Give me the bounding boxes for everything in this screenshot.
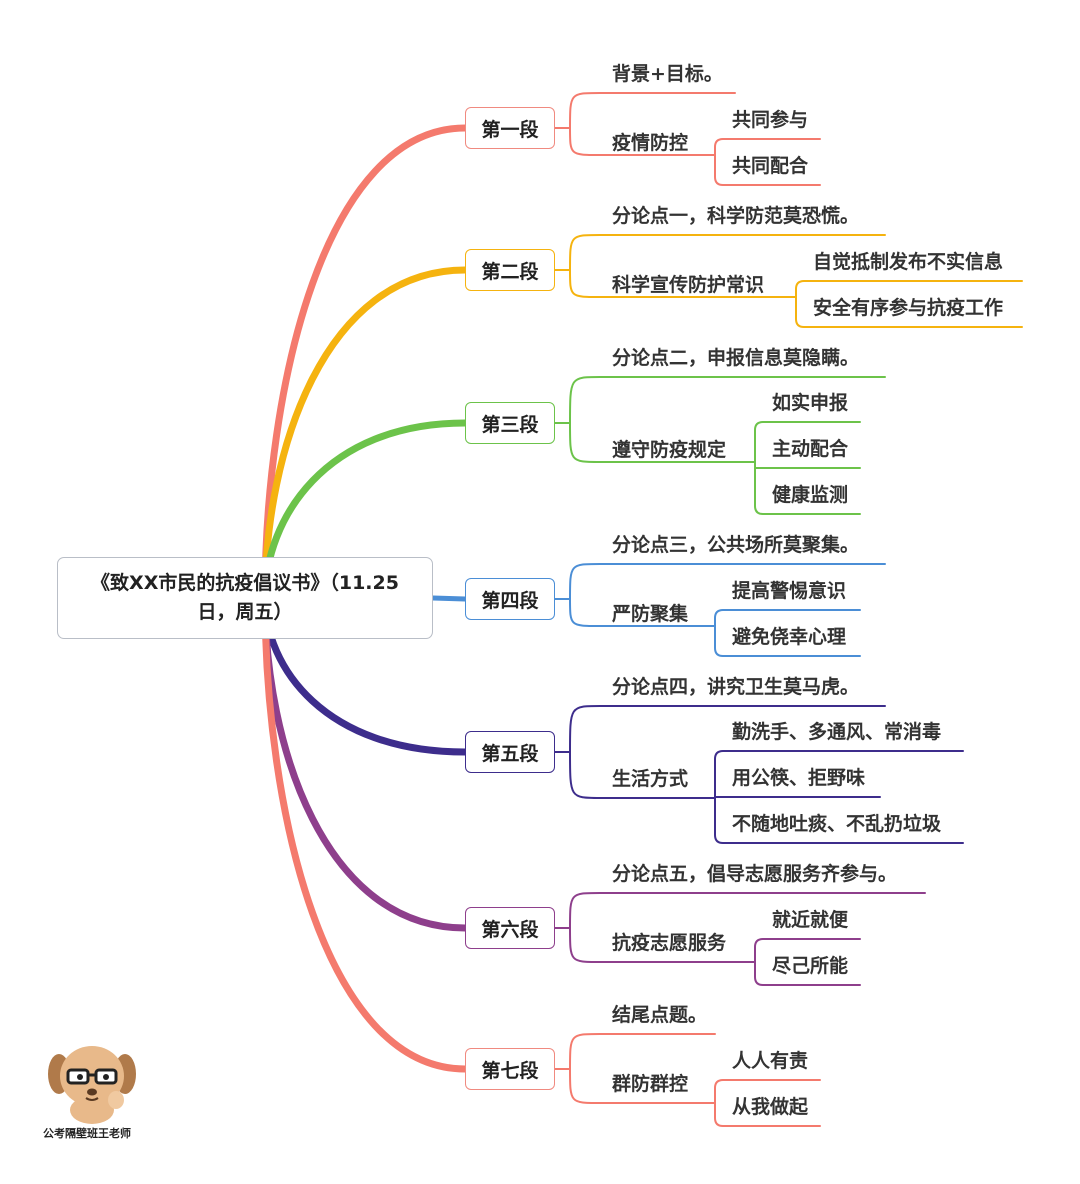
section-label: 第五段 — [481, 742, 539, 765]
branch-line — [261, 124, 469, 602]
section-2-topic: 分论点一，科学防范莫恐慌。 — [612, 205, 860, 227]
section-7-sub: 群防群控 — [612, 1073, 689, 1095]
sub-underline — [569, 1068, 716, 1104]
item-underline — [714, 154, 821, 186]
sub-underline — [569, 751, 716, 799]
section-4-item-1: 提高警惕意识 — [732, 580, 847, 602]
section-5-box[interactable]: 第五段 — [465, 731, 555, 773]
section-5-item-1: 勤洗手、多通风、常消毒 — [732, 721, 942, 743]
section-3-box[interactable]: 第三段 — [465, 402, 555, 444]
topic-underline — [569, 1033, 716, 1070]
item-underline — [754, 938, 861, 963]
item-underline — [714, 750, 964, 799]
dog-mascot-logo — [48, 1046, 136, 1124]
section-label: 第二段 — [481, 260, 539, 283]
branch-line — [261, 594, 469, 932]
central-line-2: 日，周五） — [197, 601, 293, 623]
section-2-item-2: 安全有序参与抗疫工作 — [813, 297, 1004, 319]
section-5-topic: 分论点四，讲究卫生莫马虎。 — [612, 676, 860, 698]
central-topic[interactable]: 《致XX市民的抗疫倡议书》（11.25 日，周五） — [57, 557, 433, 639]
item-underline — [714, 625, 861, 657]
section-4-item-2: 避免侥幸心理 — [732, 626, 847, 648]
topic-underline — [569, 92, 736, 129]
item-underline — [754, 461, 861, 515]
section-2-box[interactable]: 第二段 — [465, 249, 555, 291]
section-2-sub: 科学宣传防护常识 — [612, 274, 765, 296]
section-4-topic: 分论点三，公共场所莫聚集。 — [612, 534, 860, 556]
topic-underline — [569, 705, 886, 753]
item-underline — [714, 138, 821, 156]
section-1-sub: 疫情防控 — [612, 132, 689, 154]
section-label: 第七段 — [481, 1059, 539, 1082]
section-1-box[interactable]: 第一段 — [465, 107, 555, 149]
section-6-item-1: 就近就便 — [772, 909, 849, 931]
section-label: 第六段 — [481, 918, 539, 941]
item-underline — [714, 1079, 821, 1104]
item-underline — [714, 1102, 821, 1127]
branch-line — [261, 594, 469, 1073]
item-underline — [795, 280, 1023, 298]
section-2-item-1: 自觉抵制发布不实信息 — [813, 251, 1004, 273]
section-6-item-2: 尽己所能 — [772, 955, 849, 977]
item-underline — [714, 797, 964, 844]
watermark-text: 公考隔壁班王老师 — [43, 1127, 131, 1140]
section-4-sub: 严防聚集 — [612, 603, 689, 625]
section-1-item-2: 共同配合 — [732, 155, 809, 177]
section-5-sub: 生活方式 — [612, 768, 689, 790]
section-6-box[interactable]: 第六段 — [465, 907, 555, 949]
topic-underline — [569, 892, 926, 929]
section-5-item-2: 用公筷、拒野味 — [732, 767, 866, 789]
section-3-item-2: 主动配合 — [772, 438, 849, 460]
sub-underline — [569, 598, 716, 627]
item-underline — [754, 421, 861, 463]
section-label: 第四段 — [481, 589, 539, 612]
sub-underline — [569, 269, 797, 298]
section-label: 第三段 — [481, 413, 539, 436]
section-6-topic: 分论点五，倡导志愿服务齐参与。 — [612, 863, 898, 885]
section-6-sub: 抗疫志愿服务 — [612, 932, 727, 954]
section-3-topic: 分论点二，申报信息莫隐瞒。 — [612, 347, 860, 369]
branch-line — [261, 266, 469, 602]
section-4-box[interactable]: 第四段 — [465, 578, 555, 620]
section-7-item-1: 人人有责 — [732, 1050, 809, 1072]
topic-underline — [569, 376, 886, 424]
sub-underline — [569, 422, 756, 463]
section-3-item-1: 如实申报 — [772, 392, 849, 414]
section-7-item-2: 从我做起 — [732, 1096, 809, 1118]
topic-underline — [569, 563, 886, 600]
topic-underline — [569, 234, 886, 271]
item-underline — [754, 961, 861, 986]
item-underline — [795, 296, 1023, 328]
section-7-topic: 结尾点题。 — [612, 1004, 708, 1026]
central-line-1: 《致XX市民的抗疫倡议书》（11.25 — [91, 572, 399, 594]
section-3-item-3: 健康监测 — [772, 484, 849, 506]
item-underline — [714, 609, 861, 627]
section-5-item-3: 不随地吐痰、不乱扔垃圾 — [732, 813, 942, 835]
section-3-sub: 遵守防疫规定 — [612, 439, 727, 461]
sub-underline — [569, 927, 756, 963]
section-1-item-1: 共同参与 — [732, 109, 809, 131]
section-7-box[interactable]: 第七段 — [465, 1048, 555, 1090]
sub-underline — [569, 127, 716, 156]
section-1-topic: 背景+目标。 — [612, 63, 723, 85]
section-label: 第一段 — [481, 118, 539, 141]
branch-line — [430, 595, 468, 602]
